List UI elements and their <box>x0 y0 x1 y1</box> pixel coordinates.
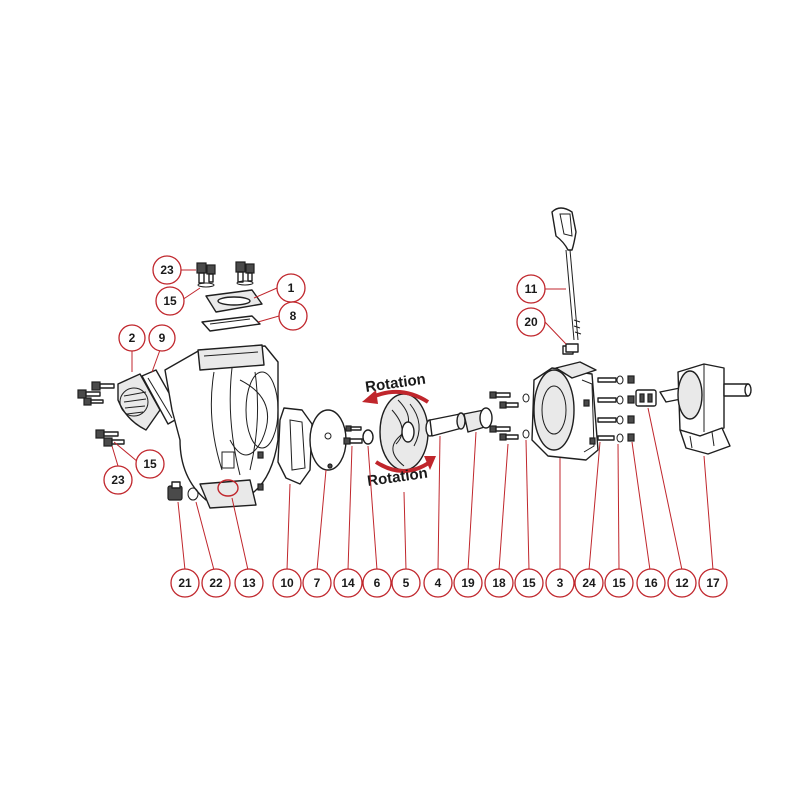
callout-16: 16 <box>636 568 666 598</box>
svg-text:11: 11 <box>525 282 538 296</box>
studs-part-24 <box>597 377 617 441</box>
svg-text:15: 15 <box>163 294 177 308</box>
svg-text:1: 1 <box>288 281 295 295</box>
svg-text:19: 19 <box>461 576 475 590</box>
callout-1: 1 <box>276 273 306 303</box>
wear-plate-part-7 <box>309 409 347 471</box>
gasket-part-8 <box>201 315 261 332</box>
svg-text:6: 6 <box>374 576 381 590</box>
callout-17: 17 <box>698 568 728 598</box>
svg-text:12: 12 <box>675 576 689 590</box>
mechanical-seal-part-19 <box>463 407 493 433</box>
callout-15-top: 15 <box>155 286 185 316</box>
svg-text:17: 17 <box>706 576 720 590</box>
bolts-part-18 <box>489 391 519 441</box>
callout-23-top: 23 <box>152 255 182 285</box>
callout-7: 7 <box>302 568 332 598</box>
callout-10: 10 <box>272 568 302 598</box>
callout-24: 24 <box>574 568 604 598</box>
callout-15-left: 15 <box>135 449 165 479</box>
callout-21: 21 <box>170 568 200 598</box>
top-bolts <box>196 261 255 288</box>
nuts-part-16 <box>627 375 635 442</box>
callout-15-mid: 15 <box>514 568 544 598</box>
rotation-arrow-bottom <box>374 456 436 473</box>
svg-text:21: 21 <box>178 576 192 590</box>
washers-part-15-right <box>616 375 624 443</box>
coupling-part-12 <box>635 389 657 407</box>
callout-8: 8 <box>278 301 308 331</box>
rotation-arrow-top <box>362 390 430 404</box>
t-handle-part-11 <box>551 207 582 341</box>
callout-4: 4 <box>423 568 453 598</box>
bearing-frame-part-17 <box>659 363 752 455</box>
svg-text:4: 4 <box>435 576 442 590</box>
callout-18: 18 <box>484 568 514 598</box>
bracket-part-3 <box>531 345 599 461</box>
leader-lines <box>111 269 714 571</box>
callout-15-right: 15 <box>604 568 634 598</box>
callout-12: 12 <box>667 568 697 598</box>
callout-14: 14 <box>333 568 363 598</box>
rotation-label-bottom: Rotation <box>366 465 429 490</box>
callout-22: 22 <box>201 568 231 598</box>
svg-text:22: 22 <box>209 576 223 590</box>
washer-part-6 <box>362 429 374 445</box>
impeller-part-5 <box>379 393 429 471</box>
callout-5: 5 <box>391 568 421 598</box>
suction-cover-part-2 <box>117 373 161 431</box>
svg-text:15: 15 <box>612 576 626 590</box>
fitting-part-20 <box>565 343 579 353</box>
svg-text:7: 7 <box>314 576 321 590</box>
svg-text:2: 2 <box>129 331 136 345</box>
callout-2: 2 <box>118 324 146 352</box>
callout-6: 6 <box>362 568 392 598</box>
svg-text:13: 13 <box>242 576 256 590</box>
svg-text:20: 20 <box>524 315 538 329</box>
callout-3: 3 <box>545 568 575 598</box>
screw-part-14 <box>343 425 363 445</box>
gasket-part-10 <box>277 407 313 485</box>
svg-text:3: 3 <box>557 576 564 590</box>
svg-text:10: 10 <box>280 576 294 590</box>
svg-text:14: 14 <box>341 576 355 590</box>
callout-19: 19 <box>453 568 483 598</box>
svg-text:18: 18 <box>492 576 506 590</box>
discharge-flange-part-1 <box>205 289 263 313</box>
washers-part-15-mid <box>522 393 530 439</box>
bolts-left-upper <box>77 381 115 406</box>
svg-text:8: 8 <box>290 309 297 323</box>
shaft-sleeve-part-4 <box>425 412 466 437</box>
callout-20: 20 <box>516 307 546 337</box>
svg-text:5: 5 <box>403 576 410 590</box>
bolts-left-lower <box>95 429 125 447</box>
svg-text:15: 15 <box>522 576 536 590</box>
svg-text:23: 23 <box>111 473 125 487</box>
pump-casing <box>164 344 279 509</box>
callout-23-left: 23 <box>103 465 133 495</box>
drain-ring-part-13 <box>217 479 239 497</box>
callout-9: 9 <box>148 324 176 352</box>
svg-text:23: 23 <box>160 263 174 277</box>
svg-text:9: 9 <box>159 331 166 345</box>
svg-text:16: 16 <box>644 576 658 590</box>
callout-11: 11 <box>516 274 546 304</box>
drain-plug-part-21 <box>167 481 183 501</box>
svg-text:15: 15 <box>143 457 157 471</box>
svg-text:24: 24 <box>582 576 596 590</box>
o-ring-part-22 <box>187 487 199 501</box>
callout-13: 13 <box>234 568 264 598</box>
